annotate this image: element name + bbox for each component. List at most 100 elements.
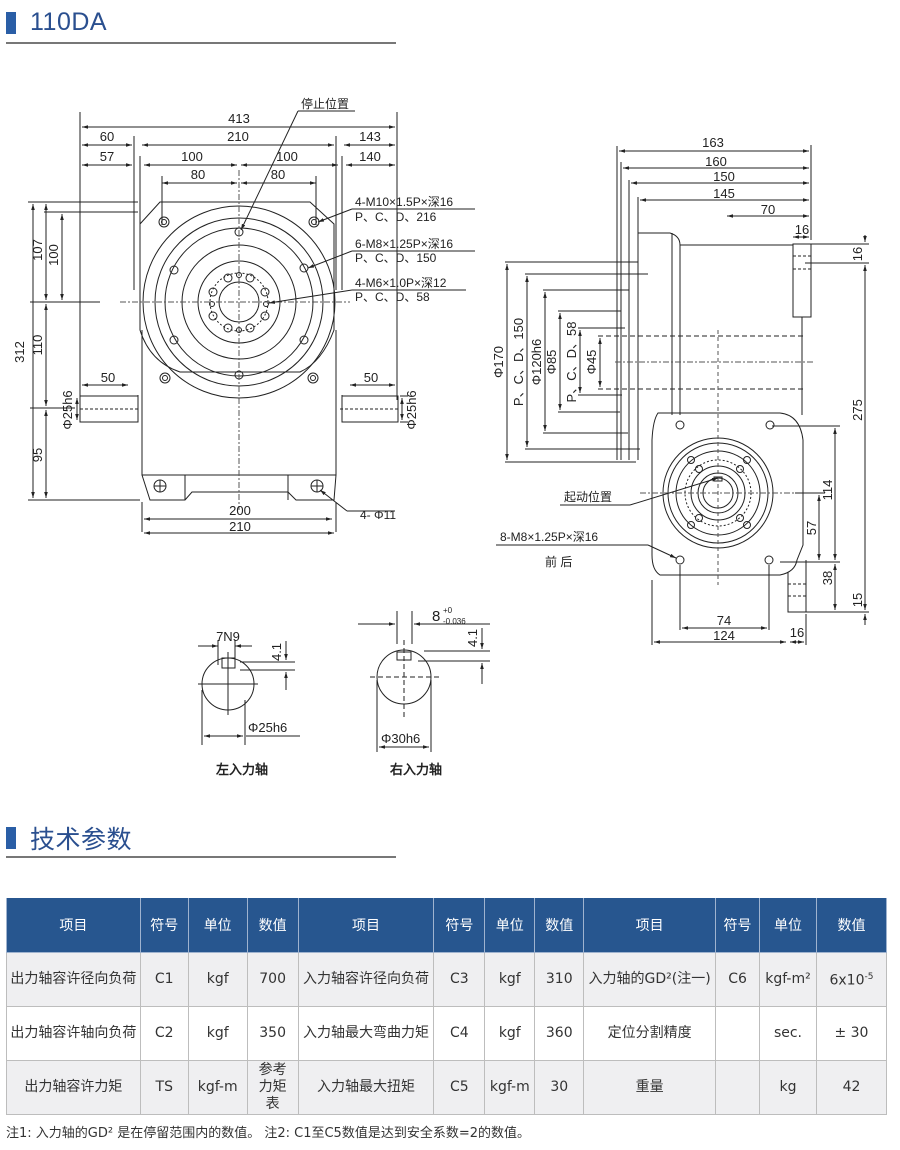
header-unit-3: 单位 <box>759 898 817 953</box>
cell-value-gd2: 6x10-5 <box>815 952 888 1007</box>
spec-section-title: 技术参数 <box>30 826 133 854</box>
cell-symbol: C2 <box>139 1006 189 1061</box>
technical-drawing: 413 60 210 143 57 100 100 140 80 80 312 … <box>12 96 869 777</box>
right-shaft-tol-upper: +0 <box>443 606 453 615</box>
dim-100-vert: 100 <box>46 244 61 266</box>
cell-unit: kgf <box>484 1006 536 1061</box>
header-item-1: 项目 <box>6 898 141 953</box>
title-divider <box>6 42 396 44</box>
dim-200: 200 <box>229 503 251 518</box>
spec-divider <box>6 856 396 858</box>
table-row: 出力轴容许力矩 TS kgf-m 参考力矩表 入力轴最大扭矩 C5 kgf-m … <box>6 1060 888 1115</box>
callout-side-holes: 8-M8×1.25P×深16 <box>500 530 598 544</box>
callout-hole1-pcd: P、C、D、216 <box>355 210 437 224</box>
dim-38: 38 <box>820 571 835 585</box>
dim-210-top: 210 <box>227 129 249 144</box>
dim-d45: Φ45 <box>584 350 599 375</box>
dim-140: 140 <box>359 149 381 164</box>
left-shaft-depth: 4.1 <box>269 643 284 661</box>
cell-symbol: C1 <box>139 952 189 1007</box>
cell-value: 42 <box>815 1060 888 1115</box>
cell-symbol: C4 <box>433 1006 486 1061</box>
dim-210-bottom: 210 <box>229 519 251 534</box>
cell-unit: kgf-m <box>484 1060 536 1115</box>
dim-160: 160 <box>705 154 727 169</box>
dim-413: 413 <box>228 111 250 126</box>
dim-312: 312 <box>12 341 27 363</box>
cell-unit: kgf-m² <box>759 952 817 1007</box>
gd2-exponent: -5 <box>864 972 874 983</box>
dim-74: 74 <box>717 613 731 628</box>
right-shaft-diameter: Φ30h6 <box>381 731 420 746</box>
gd2-mantissa: 6x10 <box>829 972 865 989</box>
cell-symbol <box>715 1060 761 1115</box>
dim-124: 124 <box>713 628 735 643</box>
spec-accent-bar <box>6 827 16 849</box>
table-row: 出力轴容许径向负荷 C1 kgf 700 入力轴容许径向负荷 C3 kgf 31… <box>6 952 888 1007</box>
cell-item: 出力轴容许径向负荷 <box>6 952 141 1007</box>
dim-150-side: 150 <box>713 169 735 184</box>
callout-hole3-spec: 4-M6×1.0P×深12 <box>355 276 447 290</box>
dim-110: 110 <box>30 335 45 356</box>
callout-mount-holes: 4- Φ11 <box>360 508 396 522</box>
left-shaft-caption: 左入力轴 <box>216 762 268 777</box>
header-unit-2: 单位 <box>484 898 536 953</box>
left-shaft-diameter: Φ25h6 <box>248 720 287 735</box>
dim-pcd58-side: P、C、D、58 <box>564 322 579 403</box>
dim-d120: Φ120h6 <box>529 339 544 386</box>
cell-unit: kgf <box>484 952 536 1007</box>
cell-unit: kgf-m <box>187 1060 248 1115</box>
dim-shaft-left-length: 50 <box>101 370 115 385</box>
cell-item: 定位分割精度 <box>583 1006 717 1061</box>
dim-15: 15 <box>850 593 865 607</box>
callout-hole2-pcd: P、C、D、150 <box>355 251 437 265</box>
title-accent-bar <box>6 11 16 34</box>
callout-hole2-spec: 6-M8×1.25P×深16 <box>355 237 453 251</box>
cell-unit: kgf <box>187 952 248 1007</box>
dim-d85: Φ85 <box>544 350 559 375</box>
cell-symbol: C5 <box>433 1060 486 1115</box>
cell-unit: sec. <box>759 1006 817 1061</box>
cell-symbol: TS <box>139 1060 189 1115</box>
spec-table-header: 项目 符号 单位 数值 项目 符号 单位 数值 项目 符号 单位 数值 <box>6 898 888 953</box>
callout-hole3-pcd: P、C、D、58 <box>355 290 430 304</box>
callout-stop-position: 停止位置 <box>301 96 349 111</box>
spec-section-header: 技术参数 <box>6 820 132 856</box>
header-unit-1: 单位 <box>187 898 248 953</box>
dim-shaft-right-diameter: Φ25h6 <box>404 390 419 429</box>
cell-symbol: C3 <box>433 952 486 1007</box>
dim-163: 163 <box>702 135 724 150</box>
dim-16-right: 16 <box>850 247 865 261</box>
callout-start-position: 起动位置 <box>564 489 612 504</box>
dim-60: 60 <box>100 129 114 144</box>
cell-item: 入力轴最大扭矩 <box>297 1060 435 1115</box>
dim-shaft-right-length: 50 <box>364 370 378 385</box>
dim-70: 70 <box>761 202 775 217</box>
cell-symbol <box>715 1006 761 1061</box>
dim-pcd150-side: P、C、D、150 <box>511 318 526 406</box>
header-value-2: 数值 <box>534 898 585 953</box>
model-title: 110DA <box>30 8 108 36</box>
header-symbol-3: 符号 <box>715 898 761 953</box>
header-value-1: 数值 <box>246 898 299 953</box>
dim-107: 107 <box>30 239 45 261</box>
cell-item: 入力轴最大弯曲力矩 <box>297 1006 435 1061</box>
table-footnote: 注1: 入力轴的GD² 是在停留范围内的数值。 注2: C1至C5数值是达到安全… <box>6 1126 530 1141</box>
dim-100-right: 100 <box>276 149 298 164</box>
dim-80-right: 80 <box>271 167 285 182</box>
header-symbol-1: 符号 <box>139 898 189 953</box>
right-shaft-depth: 4.1 <box>465 629 480 647</box>
cell-value: 360 <box>534 1006 585 1061</box>
header-item-2: 项目 <box>297 898 435 953</box>
header-value-3: 数值 <box>815 898 888 953</box>
dim-57: 57 <box>100 149 114 164</box>
right-shaft-tol-lower: -0.036 <box>443 617 466 626</box>
cell-item: 重量 <box>583 1060 717 1115</box>
cell-value: 700 <box>246 952 299 1007</box>
dim-shaft-left-diameter: Φ25h6 <box>60 390 75 429</box>
right-shaft-caption: 右入力轴 <box>389 762 442 777</box>
callout-hole1-spec: 4-M10×1.5P×深16 <box>355 195 453 209</box>
header-symbol-2: 符号 <box>433 898 486 953</box>
dim-57-side: 57 <box>804 521 819 535</box>
right-shaft-key: 8 <box>432 608 440 625</box>
